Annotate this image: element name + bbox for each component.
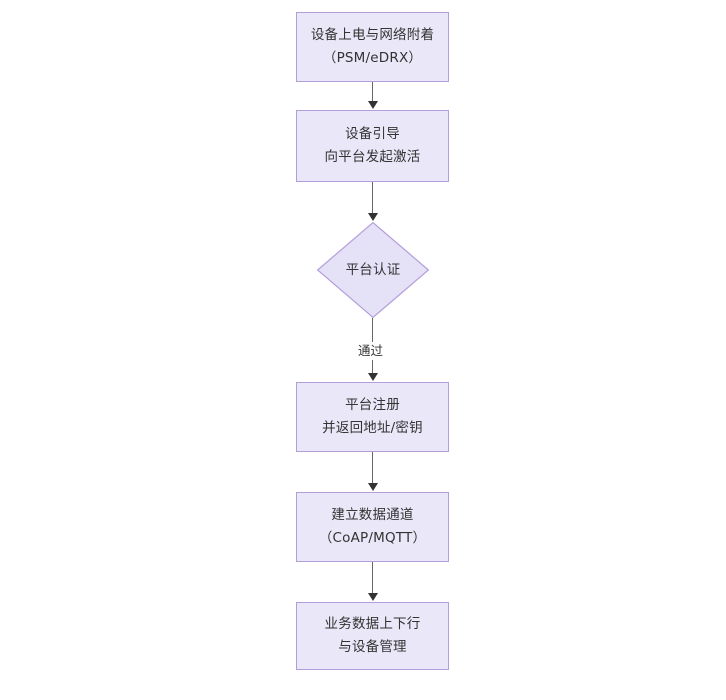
flowchart-node-label: 设备引导 向平台发起激活: [324, 126, 421, 165]
flowchart-edge-n5-n6-line: [372, 562, 373, 594]
flowchart-node-label: 平台认证: [345, 261, 401, 278]
flowchart-edge-n5-n6-arrowhead: [368, 593, 378, 601]
flowchart-node-business-data[interactable]: 业务数据上下行 与设备管理: [296, 602, 449, 670]
flowchart-node-label: 设备上电与网络附着 （PSM/eDRX）: [310, 27, 435, 66]
flowchart-edge-n1-n2-arrowhead: [368, 101, 378, 109]
flowchart-node-data-channel[interactable]: 建立数据通道 （CoAP/MQTT）: [296, 492, 449, 562]
flowchart-edge-n4-n5-arrowhead: [368, 483, 378, 491]
flowchart-edge-n2-n3-arrowhead: [368, 213, 378, 221]
flowchart-edge-n1-n2-line: [372, 82, 373, 102]
flowchart-edge-n2-n3-line: [372, 182, 373, 214]
flowchart-node-label: 建立数据通道 （CoAP/MQTT）: [318, 507, 427, 546]
flowchart-node-label: 平台注册 并返回地址/密钥: [322, 397, 423, 436]
flowchart-node-platform-registration[interactable]: 平台注册 并返回地址/密钥: [296, 382, 449, 452]
flowchart-node-label: 业务数据上下行 与设备管理: [324, 616, 421, 655]
flowchart-edge-n3-n4-arrowhead: [368, 373, 378, 381]
flowchart-edge-n4-n5-line: [372, 452, 373, 484]
flowchart-node-device-bootstrap[interactable]: 设备引导 向平台发起激活: [296, 110, 449, 182]
flowchart-node-platform-authentication[interactable]: 平台认证: [317, 222, 429, 318]
diamond-icon: [317, 222, 429, 318]
flowchart-node-device-power-on[interactable]: 设备上电与网络附着 （PSM/eDRX）: [296, 12, 449, 82]
flowchart-edge-label-pass: 通过: [356, 342, 386, 360]
